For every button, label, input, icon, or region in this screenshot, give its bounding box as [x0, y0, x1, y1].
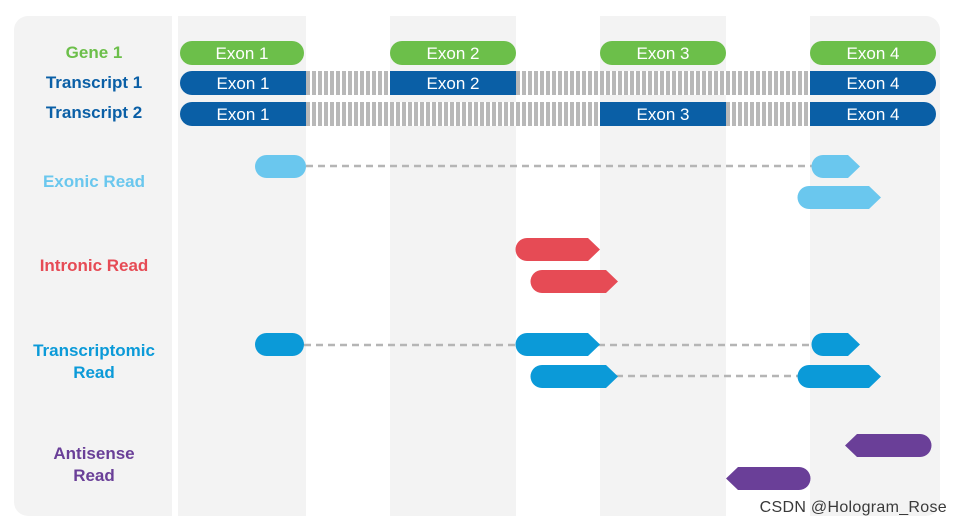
transcript-2-intron-a	[304, 102, 602, 126]
transcript-1-exon-1-label: Exon 1	[217, 74, 270, 93]
transcript-2-exon-1-label: Exon 1	[217, 105, 270, 124]
transcriptomic-read-label-line-2: Read	[73, 363, 115, 382]
antisense-reads	[726, 434, 932, 490]
column-divider	[172, 16, 178, 516]
exonic-read	[797, 186, 881, 209]
exonic-read-segment	[255, 155, 306, 178]
transcript-2-intron-b	[724, 102, 812, 126]
gene-exon-1	[180, 41, 304, 65]
exonic-reads	[255, 155, 881, 209]
intronic-read	[530, 270, 618, 293]
transcript-1-label: Transcript 1	[45, 73, 143, 92]
intron-column-1	[306, 16, 390, 516]
transcriptomic-read-segment	[515, 333, 600, 356]
antisense-read-label: Antisense Read	[20, 443, 168, 487]
gene-label: Gene 1	[65, 43, 123, 62]
transcriptomic-read-label-line-1: Transcriptomic	[33, 341, 155, 360]
transcriptomic-read-segment	[530, 365, 618, 388]
transcriptomic-read-segment	[811, 333, 860, 356]
antisense-read-label-line-2: Read	[73, 466, 115, 485]
antisense-read	[726, 467, 811, 490]
gene-exon-2-label: Exon 2	[427, 44, 480, 63]
antisense-read-label-line-1: Antisense	[53, 444, 135, 463]
transcriptomic-reads	[255, 333, 881, 388]
watermark-text: CSDN @Hologram_Rose	[759, 499, 947, 516]
gene-exon-3-label: Exon 3	[637, 44, 690, 63]
transcript-2-exon-3	[600, 102, 726, 126]
transcript-1-exon-4	[810, 71, 936, 95]
gene-exon-2	[390, 41, 516, 65]
intron-column-3	[726, 16, 810, 516]
transcript-1-intron-a	[304, 71, 392, 95]
transcript-2-row: Exon 1 Exon 3 Exon 4	[180, 102, 936, 126]
gene-exon-4-label: Exon 4	[847, 44, 900, 63]
transcript-1-exon-4-label: Exon 4	[847, 74, 900, 93]
transcript-2-exon-3-label: Exon 3	[637, 105, 690, 124]
transcriptomic-read-segment	[797, 365, 881, 388]
intron-column-2	[516, 16, 600, 516]
transcript-2-exon-4-label: Exon 4	[847, 105, 900, 124]
transcript-1-exon-1	[180, 71, 306, 95]
transcript-1-exon-2-label: Exon 2	[427, 74, 480, 93]
gene-row: Exon 1 Exon 2 Exon 3 Exon 4	[180, 41, 936, 65]
transcript-2-exon-4	[810, 102, 936, 126]
antisense-read	[845, 434, 932, 457]
transcriptomic-read-segment	[255, 333, 304, 356]
transcript-1-row: Exon 1 Exon 2 Exon 4	[180, 71, 936, 95]
intronic-reads	[515, 238, 618, 293]
transcript-1-intron-b	[514, 71, 812, 95]
gene-exon-3	[600, 41, 726, 65]
intronic-read-label: Intronic Read	[39, 256, 149, 275]
transcript-2-label: Transcript 2	[45, 103, 143, 122]
exonic-read-label: Exonic Read	[42, 172, 146, 191]
panel-background	[14, 16, 940, 516]
gene-exon-1-label: Exon 1	[216, 44, 269, 63]
transcriptomic-read-label: Transcriptomic Read	[20, 340, 168, 384]
transcript-1-exon-2	[390, 71, 516, 95]
exonic-read-segment	[811, 155, 860, 178]
intronic-read	[515, 238, 600, 261]
transcript-2-exon-1	[180, 102, 306, 126]
gene-exon-4	[810, 41, 936, 65]
